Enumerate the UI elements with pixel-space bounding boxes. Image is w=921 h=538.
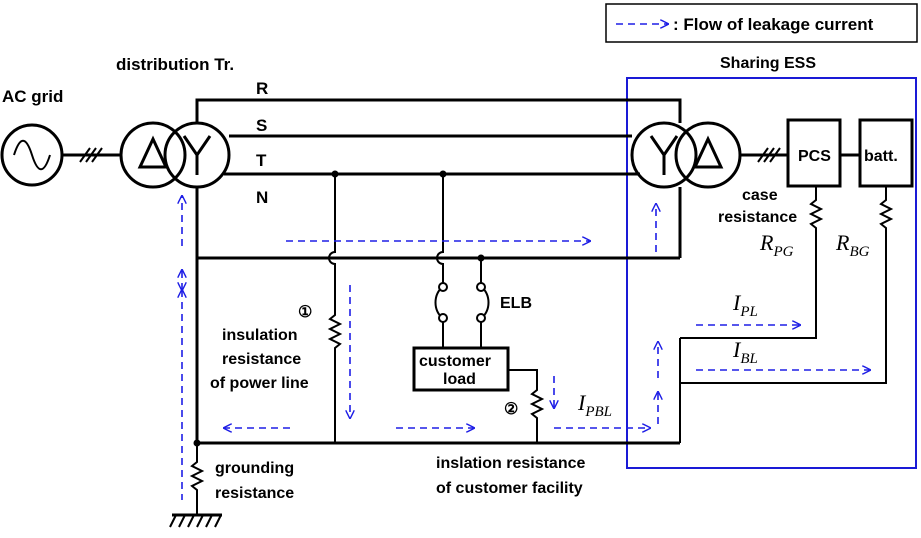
- phase-r-label: R: [256, 79, 268, 98]
- case-resistance-label-2: resistance: [718, 209, 797, 226]
- grounding-resistor: [189, 443, 205, 515]
- r-pg-resistor: [680, 186, 824, 339]
- marker-1: ①: [298, 304, 312, 321]
- ground-symbol-icon: [169, 513, 222, 528]
- customer-load-label-1: customer: [419, 353, 491, 370]
- phase-n-label: N: [256, 188, 268, 207]
- elb-label: ELB: [500, 295, 532, 312]
- ess-transformer-icon: [630, 121, 742, 189]
- inslation-customer-label-2: of customer facility: [436, 480, 583, 497]
- case-resistance-label-1: case: [742, 187, 778, 204]
- ac-source-icon: [0, 123, 64, 187]
- customer-insulation-resistor: [508, 369, 545, 443]
- line-r: [195, 98, 682, 123]
- marker-2: ②: [504, 401, 518, 418]
- ess-three-phase-slash-icon: [757, 147, 781, 163]
- i-pbl-symbol: IPBL: [577, 390, 612, 420]
- sharing-ess-box: [626, 77, 917, 469]
- power-line-insulation-resistor: [327, 174, 343, 443]
- customer-load-label-2: load: [443, 371, 476, 388]
- grounding-label-2: resistance: [215, 485, 294, 502]
- leakage-current-arrows: [182, 196, 870, 500]
- phase-t-label: T: [256, 151, 267, 170]
- distribution-tr-label: distribution Tr.: [116, 55, 234, 74]
- pcs-label: PCS: [798, 148, 831, 165]
- inslation-customer-label-1: inslation resistance: [436, 455, 585, 472]
- insulation-power-label-3: of power line: [210, 375, 309, 392]
- legend-text: : Flow of leakage current: [673, 15, 874, 34]
- grounding-label-1: grounding: [215, 460, 294, 477]
- sharing-ess-label: Sharing ESS: [720, 55, 816, 72]
- r-pg-symbol: RPG: [759, 230, 794, 260]
- insulation-power-label-2: resistance: [222, 351, 301, 368]
- i-pl-symbol: IPL: [732, 290, 758, 320]
- insulation-power-label-1: insulation: [222, 327, 298, 344]
- pcs-box: [786, 118, 842, 188]
- distribution-transformer-icon: [119, 121, 231, 189]
- phase-s-label: S: [256, 116, 267, 135]
- legend-box: : Flow of leakage current: [605, 3, 918, 43]
- r-bg-resistor: [680, 186, 894, 384]
- ac-grid-label: AC grid: [2, 87, 63, 106]
- i-bl-symbol: IBL: [732, 337, 758, 367]
- r-bg-symbol: RBG: [835, 230, 870, 260]
- three-phase-slash-icon: [79, 147, 103, 163]
- batt-label: batt.: [864, 148, 898, 165]
